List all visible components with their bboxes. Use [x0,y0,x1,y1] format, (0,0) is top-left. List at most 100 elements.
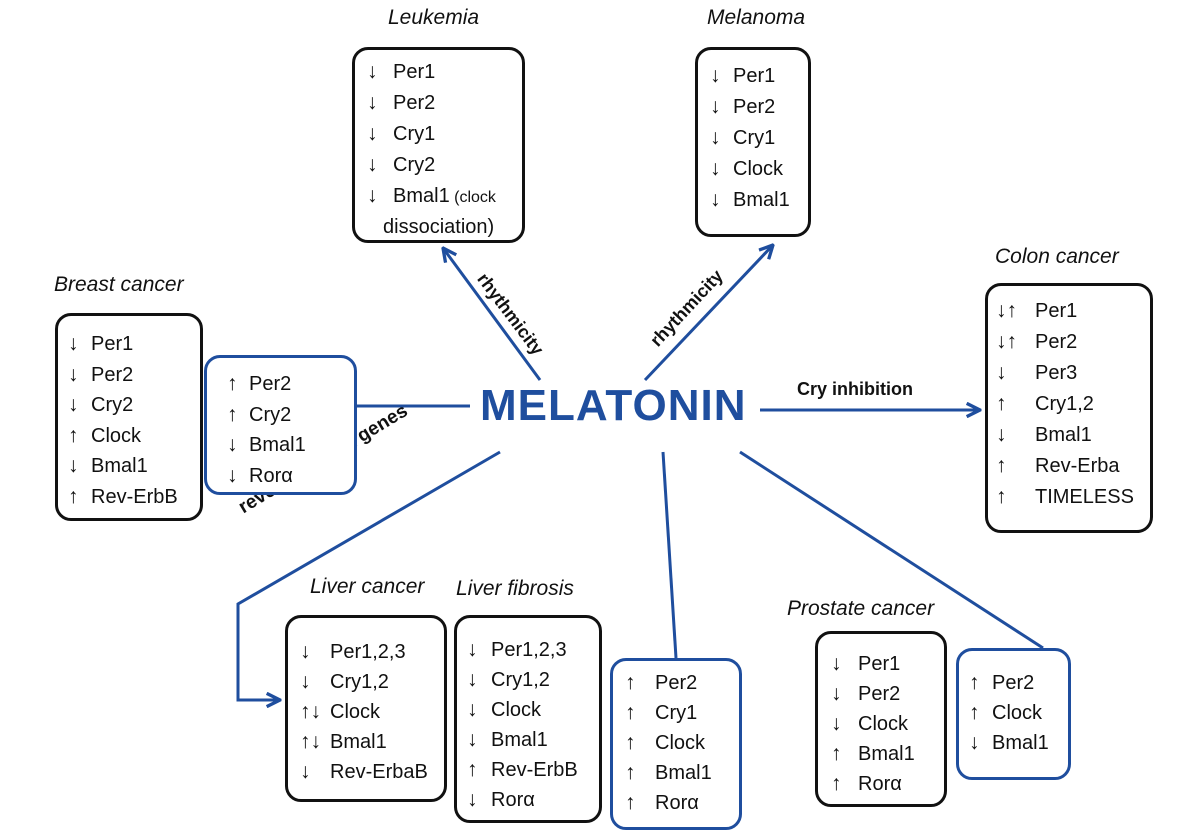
down-arrow-icon: ↓ [300,670,311,693]
down-arrow-icon: ↓ [996,361,1007,384]
up-arrow-icon: ↑ [68,484,79,508]
gene-name: Rev-ErbB [491,759,578,781]
up-arrow-icon: ↑ [831,742,842,765]
dual-arrow-icon: ↓↑ [996,299,1017,322]
gene-name: TIMELESS [1035,486,1134,508]
title-melanoma: Melanoma [707,6,806,29]
gene-name: Rorα [655,792,699,814]
liver-cancer-box: ↓Per1,2,3↓Cry1,2↑↓Clock↑↓Bmal1↓Rev-ErbaB [285,615,447,802]
down-arrow-icon: ↓ [467,698,478,721]
dual-arrow-icon: ↑↓ [300,700,321,723]
down-arrow-icon: ↓ [710,188,721,211]
up-arrow-icon: ↑ [467,758,478,781]
down-arrow-icon: ↓ [367,184,378,207]
colon-cancer-box: ↓↑Per1↓↑Per2↓Per3↑Cry1,2↓Bmal1↑Rev-Erba↑… [985,283,1153,533]
down-arrow-icon: ↓ [831,682,842,705]
gene-name: Rorα [249,464,293,487]
gene-name: Bmal1 [330,731,387,753]
gene-name: Bmal1 [733,189,790,211]
gene-note: (clock [449,189,496,206]
up-arrow-icon: ↑ [625,731,636,754]
down-arrow-icon: ↓ [367,153,378,176]
up-arrow-icon: ↑ [969,701,980,724]
down-arrow-icon: ↓ [68,362,79,386]
down-arrow-icon: ↓ [227,463,238,487]
gene-name: Per2 [1035,331,1078,353]
dual-arrow-icon: ↑↓ [300,730,321,753]
up-arrow-icon: ↑ [625,761,636,784]
up-arrow-icon: ↑ [831,772,842,795]
arrow-to-leukemia [443,248,542,381]
arrow-to-melanoma [643,245,773,382]
gene-name: Per1,2,3 [491,639,567,661]
down-arrow-icon: ↓ [300,760,311,783]
gene-name: Bmal1 [655,762,712,784]
down-arrow-icon: ↓ [710,126,721,149]
down-arrow-icon: ↓ [467,638,478,661]
gene-name: Cry2 [91,394,134,416]
down-arrow-icon: ↓ [710,157,721,180]
up-arrow-icon: ↑ [996,485,1007,508]
down-arrow-icon: ↓ [68,332,79,355]
gene-name: Per1,2,3 [330,641,406,663]
up-arrow-icon: ↑ [625,671,636,694]
title-breast-cancer: Breast cancer [54,273,184,296]
title-liver-fibrosis: Liver fibrosis [456,577,574,600]
gene-name: dissociation) [383,216,495,238]
up-arrow-icon: ↑ [969,671,980,694]
gene-name: Bmal1 [1035,424,1092,446]
gene-name: Cry1 [393,123,436,145]
down-arrow-icon: ↓ [467,728,478,751]
gene-name: Clock [733,158,784,180]
gene-name: Cry2 [393,154,436,176]
line-to-prostate [739,450,1044,650]
breast-cancer-blue-box: ↑Per2↑Cry2↓Bmal1↓Rorα [204,355,357,495]
gene-name: Cry1 [655,702,698,724]
up-arrow-icon: ↑ [996,454,1007,477]
melatonin-label: MELATONIN [480,381,747,430]
title-prostate-cancer: Prostate cancer [787,597,935,620]
prostate-cancer-box: ↓Per1↓Per2↓Clock↑Bmal1↑Rorα [815,631,947,807]
gene-name: Per1 [91,333,134,355]
title-leukemia: Leukemia [388,6,480,29]
gene-name: Cry1,2 [1035,393,1094,415]
down-arrow-icon: ↓ [831,652,842,675]
gene-name: Rorα [491,789,535,811]
gene-name: Bmal1 [91,455,148,477]
gene-name: Bmal1 (clock [393,185,496,207]
up-arrow-icon: ↑ [68,423,79,447]
down-arrow-icon: ↓ [831,712,842,735]
gene-name: Rorα [858,773,902,795]
liver-fibrosis-blue-box: ↑Per2↑Cry1↑Clock↑Bmal1↑Rorα [610,658,742,830]
gene-name: Rev-ErbaB [330,761,428,783]
gene-name: Per1 [1035,300,1078,322]
arrow-to-liver-cancer [236,450,501,700]
gene-name: Clock [491,699,542,721]
down-arrow-icon: ↓ [68,393,79,416]
melanoma-box: ↓Per1↓Per2↓Cry1↓Clock↓Bmal1 [695,47,811,237]
gene-name: Clock [330,701,381,723]
up-arrow-icon: ↑ [625,791,636,814]
gene-name: Cry1 [733,127,776,149]
gene-name: Bmal1 [491,729,548,751]
gene-name: Per1 [393,61,436,83]
gene-name: Per1 [733,65,776,87]
gene-name: Per2 [393,92,436,114]
up-arrow-icon: ↑ [996,392,1007,415]
gene-name: Per2 [733,96,776,118]
gene-name: Bmal1 [249,434,306,456]
gene-name: Per2 [858,683,901,705]
gene-name: Per2 [655,672,698,694]
gene-name: Bmal1 [858,743,915,765]
gene-name: Per2 [992,672,1035,694]
down-arrow-icon: ↓ [710,64,721,87]
gene-name: Per3 [1035,362,1078,384]
down-arrow-icon: ↓ [367,122,378,145]
prostate-cancer-blue-box: ↑Per2↑Clock↓Bmal1 [956,648,1071,780]
gene-name: Cry1,2 [330,671,389,693]
down-arrow-icon: ↓ [367,91,378,114]
down-arrow-icon: ↓ [467,668,478,691]
up-arrow-icon: ↑ [625,701,636,724]
